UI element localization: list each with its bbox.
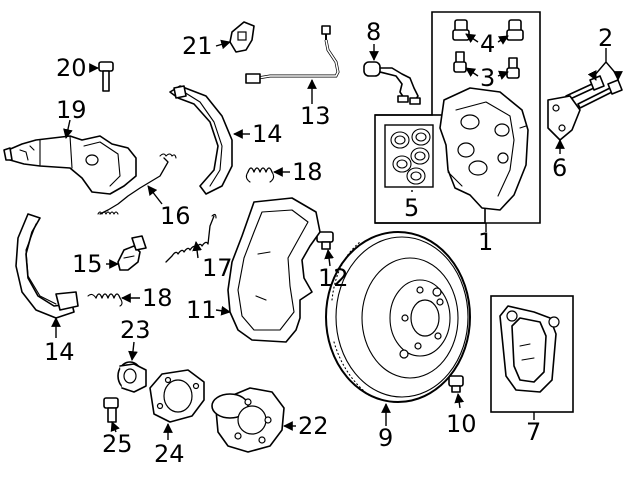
spring-17 (165, 213, 217, 263)
callout-25: 25 (102, 430, 133, 458)
callout-10: 10 (446, 410, 477, 438)
callout-15: 15 (72, 250, 103, 278)
callout-3: 3 (480, 64, 495, 92)
callout-6: 6 (552, 154, 567, 182)
brake-hose (245, 25, 340, 84)
adjuster-15 (117, 235, 147, 271)
callout-21: 21 (182, 32, 213, 60)
callout-1: 1 (478, 228, 493, 256)
dust-shield (227, 197, 321, 343)
callout-16: 16 (160, 202, 191, 230)
caliper-bolt-2-b (577, 79, 623, 109)
callout-8: 8 (366, 18, 381, 46)
callout-9: 9 (378, 424, 393, 452)
callout-2: 2 (598, 24, 613, 52)
brake-rotor (325, 231, 471, 403)
mounting-plate-6 (547, 95, 581, 141)
brake-shoe-upper (169, 85, 233, 195)
wheel-bearing-23 (117, 361, 147, 393)
spring-16 (97, 153, 177, 215)
callout-4: 4 (480, 30, 495, 58)
gasket-24 (149, 369, 205, 423)
brake-pad-box (490, 295, 574, 413)
spring-18-upper (245, 167, 275, 183)
leader-lines (51, 33, 623, 440)
wheel-hub-22 (211, 387, 285, 453)
brake-shoe-lower (15, 213, 79, 319)
callout-24: 24 (154, 440, 185, 468)
callout-12: 12 (318, 264, 349, 292)
callout-5: 5 (404, 194, 419, 222)
connector-21 (229, 21, 255, 53)
parking-brake-actuator (3, 135, 137, 195)
bleeder-3-b (506, 57, 520, 79)
caliper-group-box (375, 11, 541, 224)
wear-sensor-8 (363, 61, 421, 105)
callout-14-upper: 14 (252, 120, 283, 148)
seal-kit (384, 124, 434, 188)
bolt-20 (98, 61, 114, 92)
bolt-12 (316, 231, 334, 250)
callout-22: 22 (298, 412, 329, 440)
callout-20: 20 (56, 54, 87, 82)
spring-18-lower (87, 293, 123, 307)
bolt-25 (103, 397, 119, 423)
bolt-10 (448, 375, 464, 393)
callout-labels: 1 2 3 4 5 6 7 8 9 10 11 12 13 14 14 15 1… (44, 18, 613, 468)
callout-18-lower: 18 (142, 284, 173, 312)
caliper-cap-4-a (452, 19, 470, 41)
callout-7: 7 (526, 418, 541, 446)
callout-19: 19 (56, 96, 87, 124)
caliper-cap-4-b (506, 19, 524, 41)
brake-caliper (439, 87, 529, 211)
callout-14-lower: 14 (44, 338, 75, 366)
callout-23: 23 (120, 316, 151, 344)
callout-17: 17 (202, 254, 233, 282)
callout-18-upper: 18 (292, 158, 323, 186)
callout-13: 13 (300, 102, 331, 130)
bleeder-3-a (453, 51, 467, 73)
callout-11: 11 (186, 296, 217, 324)
brake-pads (499, 305, 560, 393)
